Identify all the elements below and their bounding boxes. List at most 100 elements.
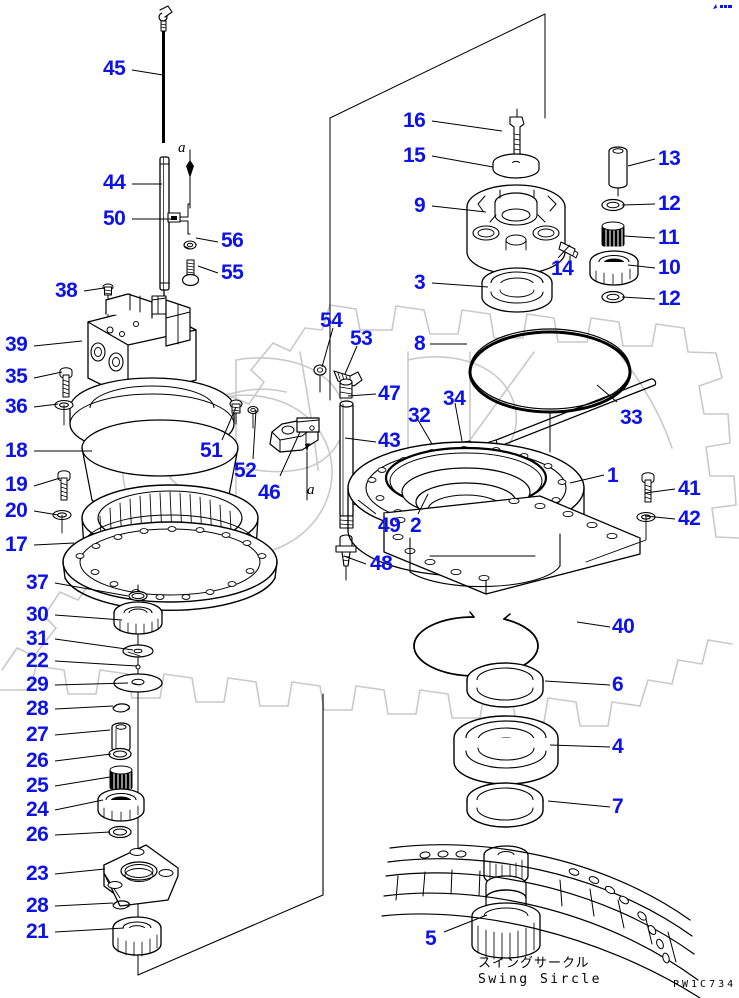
callout-38[interactable]: 38 xyxy=(55,279,78,302)
callout-50[interactable]: 50 xyxy=(103,207,126,230)
callout-12[interactable]: 12 xyxy=(658,192,681,215)
leader-line-52 xyxy=(252,409,257,460)
callout-16[interactable]: 16 xyxy=(403,109,426,132)
section-mark-a-upper: a xyxy=(178,140,186,156)
callout-25[interactable]: 25 xyxy=(26,774,49,797)
callout-6[interactable]: 6 xyxy=(612,673,624,696)
leader-line-53 xyxy=(344,345,358,375)
callout-15[interactable]: 15 xyxy=(403,144,426,167)
leader-line-54 xyxy=(321,327,334,368)
leader-line-4 xyxy=(549,744,611,748)
callout-3[interactable]: 3 xyxy=(414,271,426,294)
callout-2[interactable]: 2 xyxy=(410,514,422,537)
callout-9[interactable]: 9 xyxy=(414,194,426,217)
callout-36[interactable]: 36 xyxy=(5,395,28,418)
leader-line-22 xyxy=(54,660,138,667)
callout-4[interactable]: 4 xyxy=(612,735,624,758)
callout-31[interactable]: 31 xyxy=(26,627,49,650)
callout-7[interactable]: 7 xyxy=(612,795,624,818)
callout-22[interactable]: 22 xyxy=(26,649,49,672)
callout-28b[interactable]: 28 xyxy=(26,894,49,917)
caption-japanese: スイングサークル xyxy=(478,956,590,971)
part-24-bearing xyxy=(97,788,145,822)
callout-5[interactable]: 5 xyxy=(425,927,437,950)
callout-33[interactable]: 33 xyxy=(620,406,643,429)
part-12-oring-upper xyxy=(601,198,625,212)
drawing-code: PW1C734 xyxy=(673,979,737,990)
leader-line-43 xyxy=(344,437,377,443)
callout-37[interactable]: 37 xyxy=(26,571,49,594)
callout-26b[interactable]: 26 xyxy=(26,823,49,846)
callout-30[interactable]: 30 xyxy=(26,603,49,626)
callout-55[interactable]: 55 xyxy=(221,261,244,284)
callout-44[interactable]: 44 xyxy=(103,171,126,194)
callout-56[interactable]: 56 xyxy=(221,229,244,252)
callout-34[interactable]: 34 xyxy=(443,387,466,410)
callout-10[interactable]: 10 xyxy=(658,256,681,279)
leader-line-28 xyxy=(54,705,114,710)
callout-40[interactable]: 40 xyxy=(612,615,635,638)
callout-21[interactable]: 21 xyxy=(26,920,49,943)
callout-20[interactable]: 20 xyxy=(5,499,28,522)
callout-32[interactable]: 32 xyxy=(408,404,431,427)
callout-24[interactable]: 24 xyxy=(26,798,49,821)
leader-line-32 xyxy=(417,419,433,445)
callout-54[interactable]: 54 xyxy=(320,309,343,332)
part-47-fitting xyxy=(339,378,353,399)
leader-line-9 xyxy=(431,205,487,213)
callout-19[interactable]: 19 xyxy=(5,473,28,496)
leader-line-1 xyxy=(569,474,605,484)
part-13-bushing xyxy=(608,146,628,197)
part-33-rod xyxy=(479,378,657,453)
callout-45[interactable]: 45 xyxy=(103,57,126,80)
leader-line-49 xyxy=(357,499,377,515)
leader-line-14 xyxy=(557,244,571,259)
part-7-spacer xyxy=(466,782,544,828)
callout-39[interactable]: 39 xyxy=(5,333,28,356)
leader-line-34 xyxy=(454,402,463,442)
leader-line-33 xyxy=(596,384,618,403)
leader-line-30 xyxy=(54,614,123,621)
part-51-bolt xyxy=(229,399,243,425)
callout-12b[interactable]: 12 xyxy=(658,287,681,310)
callout-23[interactable]: 23 xyxy=(26,862,49,885)
leader-line-45 xyxy=(131,69,164,76)
leader-line-13 xyxy=(627,158,656,167)
callout-43[interactable]: 43 xyxy=(378,429,401,452)
callout-48[interactable]: 48 xyxy=(370,552,393,575)
part-45-rod xyxy=(158,5,173,143)
leader-line-21 xyxy=(54,927,125,933)
part-18-coupling xyxy=(81,419,239,519)
leader-line-6 xyxy=(544,680,611,686)
callout-35[interactable]: 35 xyxy=(5,365,28,388)
callout-51[interactable]: 51 xyxy=(200,439,223,462)
callout-49[interactable]: 49 xyxy=(378,514,401,537)
callout-52[interactable]: 52 xyxy=(234,459,257,482)
callout-11[interactable]: 11 xyxy=(658,226,680,249)
callout-27[interactable]: 27 xyxy=(26,723,49,746)
callout-28[interactable]: 28 xyxy=(26,697,49,720)
swing-circle-ring xyxy=(381,844,701,998)
part-26-oring-upper xyxy=(108,747,132,761)
part-15-washer xyxy=(492,153,540,179)
callout-26[interactable]: 26 xyxy=(26,749,49,772)
callout-18[interactable]: 18 xyxy=(5,439,28,462)
callout-1[interactable]: 1 xyxy=(607,464,619,487)
callout-42[interactable]: 42 xyxy=(678,507,701,530)
section-mark-a-lower: a xyxy=(307,482,315,498)
callout-17[interactable]: 17 xyxy=(5,533,28,556)
callout-46[interactable]: 46 xyxy=(258,481,281,504)
leader-line-56 xyxy=(195,237,219,243)
leader-line-47 xyxy=(347,393,377,397)
part-9-cylinder-block xyxy=(466,184,566,275)
leader-line-5 xyxy=(443,914,488,933)
leader-line-2 xyxy=(417,493,429,515)
callout-47[interactable]: 47 xyxy=(378,382,401,405)
callout-41[interactable]: 41 xyxy=(678,477,701,500)
callout-29[interactable]: 29 xyxy=(26,673,49,696)
callout-14[interactable]: 14 xyxy=(551,257,574,280)
callout-53[interactable]: 53 xyxy=(350,327,373,350)
callout-13[interactable]: 13 xyxy=(658,147,681,170)
part-10-bearing xyxy=(589,250,639,286)
callout-8[interactable]: 8 xyxy=(414,332,426,355)
